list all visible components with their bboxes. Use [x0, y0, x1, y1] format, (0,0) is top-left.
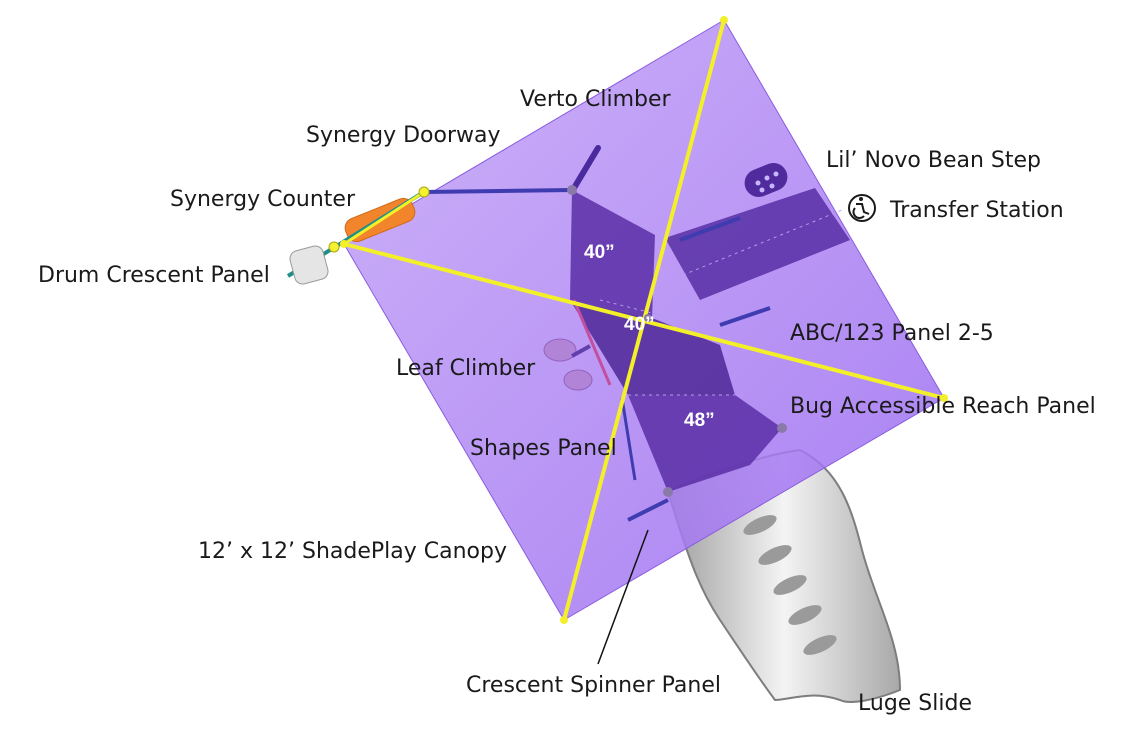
canopy-frame — [340, 16, 948, 624]
crescent-spinner-bar — [627, 498, 669, 522]
transfer-station-steps — [665, 188, 850, 300]
wheelchair-icon — [848, 194, 876, 222]
label-synergy-doorway: Synergy Doorway — [306, 123, 501, 148]
label-shapes-panel: Shapes Panel — [470, 436, 617, 461]
deck-center — [570, 300, 735, 395]
deck-lower — [628, 395, 782, 492]
label-bug-accessible-reach-panel: Bug Accessible Reach Panel — [790, 394, 1096, 419]
label-verto-climber: Verto Climber — [520, 87, 672, 112]
label-crescent-spinner-panel: Crescent Spinner Panel — [466, 673, 721, 698]
height-deck-lower: 48” — [684, 410, 715, 431]
drum-crescent-panel — [289, 241, 340, 285]
label-transfer-station: Transfer Station — [889, 198, 1064, 223]
label-shadeplay-canopy: 12’ x 12’ ShadePlay Canopy — [198, 539, 507, 564]
play-structure — [423, 145, 850, 522]
height-deck-upper: 40” — [584, 242, 615, 263]
label-lil-novo-bean-step: Lil’ Novo Bean Step — [826, 148, 1041, 173]
verto-climber — [571, 145, 601, 191]
synergy-doorway — [423, 188, 573, 194]
label-drum-crescent-panel: Drum Crescent Panel — [38, 263, 270, 288]
deck-upper — [570, 190, 655, 318]
height-deck-center: 40” — [624, 314, 655, 335]
leaf-climber — [543, 338, 593, 391]
label-abc-123-panel: ABC/123 Panel 2-5 — [790, 321, 994, 346]
crescent-spinner-leader — [597, 529, 649, 665]
label-leaf-climber: Leaf Climber — [396, 356, 536, 381]
label-synergy-counter: Synergy Counter — [170, 187, 356, 212]
label-luge-slide: Luge Slide — [858, 691, 972, 716]
